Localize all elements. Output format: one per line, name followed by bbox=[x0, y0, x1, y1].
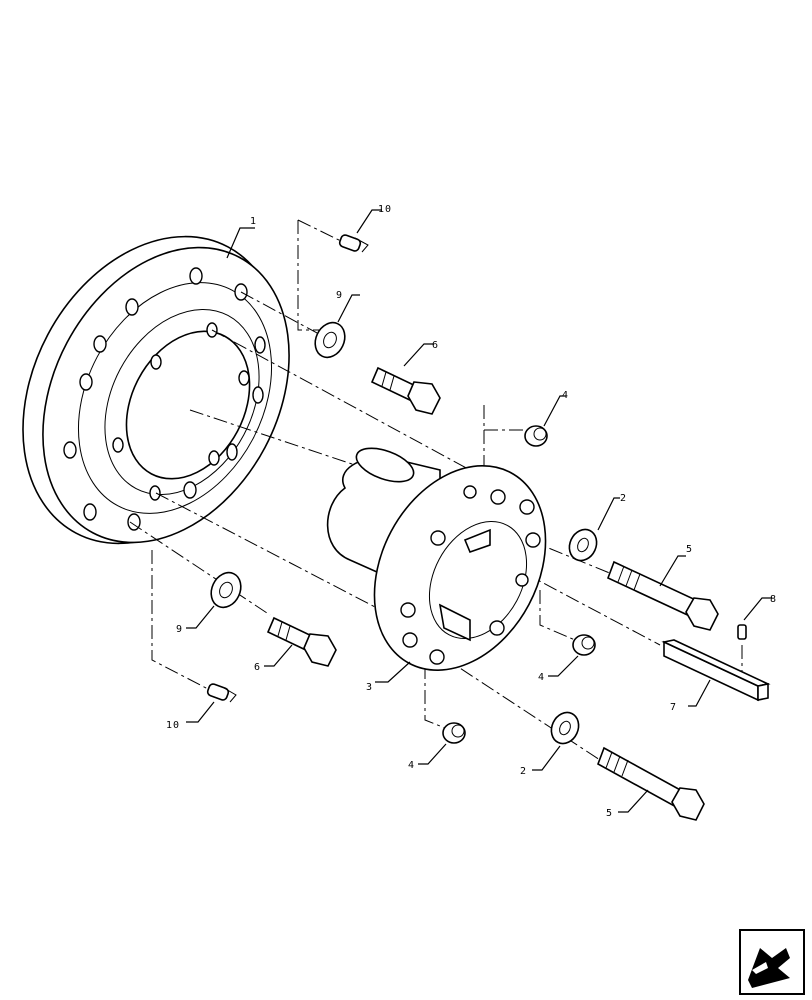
callout-4-upper: 4 bbox=[562, 390, 569, 401]
callout-9-upper: 9 bbox=[336, 290, 343, 301]
hub-part: 3 bbox=[326, 447, 547, 693]
long-bolt-upper: 5 bbox=[606, 544, 719, 631]
callout-9-lower: 9 bbox=[176, 624, 183, 635]
flange-bolt-holes bbox=[63, 267, 266, 531]
washer-2-upper: 2 bbox=[568, 493, 627, 562]
flange-ring-part: 1 bbox=[22, 216, 290, 545]
flange-inner-holes bbox=[112, 322, 250, 501]
hub-bolt-holes bbox=[400, 485, 541, 665]
long-bolt-lower: 5 bbox=[597, 746, 705, 821]
callout-2-lower: 2 bbox=[520, 766, 527, 777]
washer-part-upper: 9 bbox=[314, 290, 360, 359]
callout-1: 1 bbox=[250, 216, 257, 227]
washer-part-lower: 9 bbox=[176, 571, 242, 635]
washer-2-lower: 2 bbox=[520, 711, 580, 777]
pin-part-lower: 10 bbox=[166, 683, 237, 731]
short-bolt-lower: 6 bbox=[254, 616, 337, 673]
callout-5-lower: 5 bbox=[606, 808, 613, 819]
sleeve-part-middle: 4 bbox=[538, 634, 596, 683]
callout-6-lower: 6 bbox=[254, 662, 261, 673]
short-bolt-upper: 6 bbox=[370, 340, 441, 415]
callout-2-upper: 2 bbox=[620, 493, 627, 504]
callout-8: 8 bbox=[770, 594, 777, 605]
sleeve-part-lower: 4 bbox=[408, 722, 466, 771]
sleeve-part-upper: 4 bbox=[524, 390, 569, 447]
callout-10-lower: 10 bbox=[166, 720, 180, 731]
callout-4-middle: 4 bbox=[538, 672, 545, 683]
callout-7: 7 bbox=[670, 702, 677, 713]
callout-10-upper: 10 bbox=[378, 204, 392, 215]
callout-4-lower: 4 bbox=[408, 760, 415, 771]
callout-6-upper: 6 bbox=[432, 340, 439, 351]
set-pin-part: 8 bbox=[737, 594, 777, 640]
pin-part-upper: 10 bbox=[338, 204, 392, 253]
next-page-arrow-icon[interactable] bbox=[739, 929, 805, 995]
callout-3: 3 bbox=[366, 682, 373, 693]
callout-5-upper: 5 bbox=[686, 544, 693, 555]
key-part: 7 bbox=[661, 639, 771, 713]
